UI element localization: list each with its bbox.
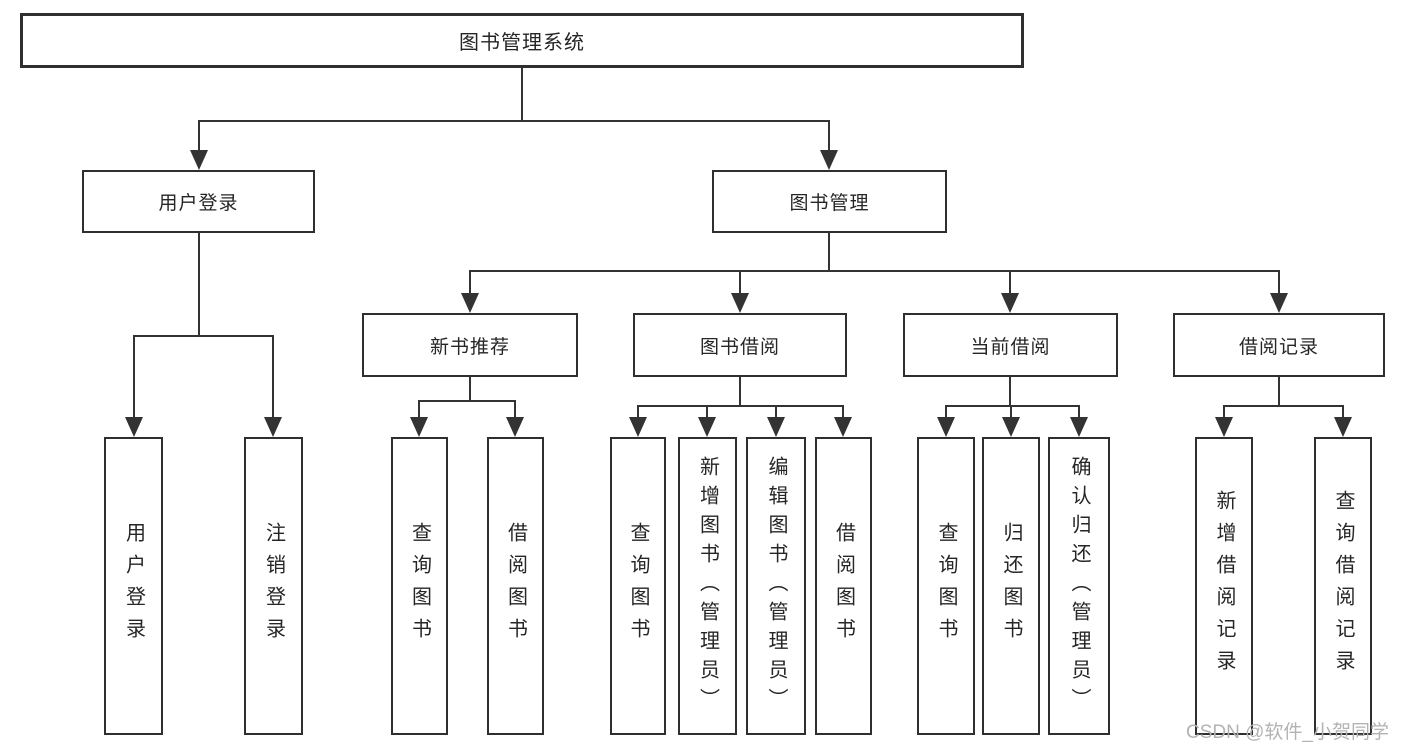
connector-line: [739, 270, 741, 299]
connector-line: [198, 233, 200, 335]
connector-line: [1010, 405, 1012, 423]
connector-line: [198, 120, 200, 156]
node-book-borrowing: 图书借阅: [633, 313, 847, 377]
node-user-login: 用户登录: [82, 170, 315, 233]
connector-line: [1223, 405, 1344, 407]
leaf-label: 归还图书: [1000, 522, 1022, 650]
connector-line: [706, 405, 708, 423]
connector-line: [521, 68, 523, 120]
leaf-label: 新增借阅记录: [1213, 490, 1235, 682]
connector-line: [418, 400, 516, 402]
connector-line: [418, 400, 420, 423]
leaf-add-borrow-record: 新增借阅记录: [1195, 437, 1253, 735]
arrow-down-icon: [410, 417, 428, 437]
leaf-query-borrow-record: 查询借阅记录: [1314, 437, 1372, 735]
arrow-down-icon: [1334, 417, 1352, 437]
node-new-book-recommend: 新书推荐: [362, 313, 578, 377]
leaf-label: 新增图书（管理员）: [696, 455, 719, 717]
leaf-borrow-books-1: 借阅图书: [487, 437, 544, 735]
node-book-management: 图书管理: [712, 170, 947, 233]
leaf-confirm-return-admin: 确认归还（管理员）: [1048, 437, 1110, 735]
leaf-label: 查询图书: [408, 522, 431, 650]
connector-line: [272, 335, 274, 423]
connector-line: [739, 377, 741, 405]
leaf-label: 借阅图书: [504, 522, 527, 650]
connector-line: [637, 405, 844, 407]
leaf-borrow-books-2: 借阅图书: [815, 437, 872, 735]
connector-line: [469, 270, 471, 299]
arrow-down-icon: [937, 417, 955, 437]
connector-line: [1078, 405, 1080, 423]
arrow-down-icon: [461, 293, 479, 313]
connector-line: [1342, 405, 1344, 423]
arrow-down-icon: [506, 417, 524, 437]
node-borrow-records: 借阅记录: [1173, 313, 1385, 377]
arrow-down-icon: [767, 417, 785, 437]
leaf-label: 编辑图书（管理员）: [765, 455, 787, 717]
arrow-down-icon: [731, 293, 749, 313]
connector-line: [133, 335, 274, 337]
leaf-label: 查询借阅记录: [1332, 490, 1354, 682]
connector-line: [828, 120, 830, 156]
leaf-add-books-admin: 新增图书（管理员）: [678, 437, 737, 735]
connector-line: [133, 335, 135, 423]
connector-line: [945, 405, 947, 423]
leaf-return-books: 归还图书: [982, 437, 1040, 735]
leaf-query-books-3: 查询图书: [917, 437, 975, 735]
arrow-down-icon: [1001, 293, 1019, 313]
connector-line: [514, 400, 516, 423]
arrow-down-icon: [190, 150, 208, 170]
connector-line: [637, 405, 639, 423]
leaf-edit-books-admin: 编辑图书（管理员）: [746, 437, 806, 735]
connector-line: [775, 405, 777, 423]
node-current-borrowing: 当前借阅: [903, 313, 1118, 377]
arrow-down-icon: [1270, 293, 1288, 313]
arrow-down-icon: [1215, 417, 1233, 437]
leaf-user-login: 用户登录: [104, 437, 163, 735]
arrow-down-icon: [125, 417, 143, 437]
node-library-system: 图书管理系统: [20, 13, 1024, 68]
connector-line: [1009, 270, 1011, 299]
arrow-down-icon: [264, 417, 282, 437]
arrow-down-icon: [698, 417, 716, 437]
connector-line: [945, 405, 1080, 407]
connector-line: [1223, 405, 1225, 423]
leaf-query-books-2: 查询图书: [610, 437, 666, 735]
connector-line: [1009, 377, 1011, 405]
leaf-label: 确认归还（管理员）: [1068, 455, 1090, 717]
connector-line: [1278, 377, 1280, 405]
leaf-label: 注销登录: [262, 522, 285, 650]
leaf-label: 查询图书: [627, 522, 649, 650]
arrow-down-icon: [834, 417, 852, 437]
leaf-label: 用户登录: [122, 522, 145, 650]
leaf-logout: 注销登录: [244, 437, 303, 735]
connector-line: [469, 270, 1280, 272]
leaf-label: 查询图书: [935, 522, 957, 650]
connector-line: [198, 120, 830, 122]
connector-line: [1278, 270, 1280, 299]
arrow-down-icon: [1002, 417, 1020, 437]
connector-line: [469, 377, 471, 400]
leaf-query-books-1: 查询图书: [391, 437, 448, 735]
arrow-down-icon: [1070, 417, 1088, 437]
csdn-watermark: CSDN @软件_小贺同学: [1186, 722, 1389, 743]
connector-line: [842, 405, 844, 423]
leaf-label: 借阅图书: [832, 522, 855, 650]
connector-line: [828, 233, 830, 270]
arrow-down-icon: [629, 417, 647, 437]
arrow-down-icon: [820, 150, 838, 170]
